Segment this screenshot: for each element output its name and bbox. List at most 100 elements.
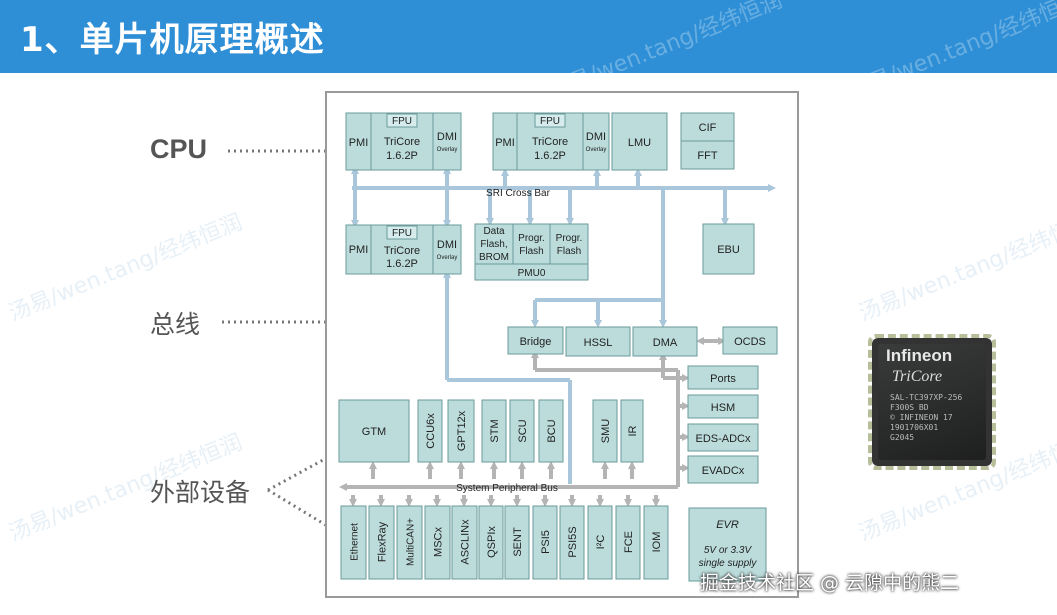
cpu2-block: PMI FPU TriCore 1.6.2P DMI Overlay: [345, 224, 462, 275]
cif-block: [680, 112, 735, 142]
hssl-label: HSSL: [584, 337, 613, 349]
core-label: TriCore: [384, 245, 420, 257]
chip-marking-line: SAL-TC397XP-256: [890, 393, 963, 402]
pmu0-label: PMU0: [518, 268, 546, 279]
progr-flash-label: Flash: [557, 246, 581, 257]
io-module-label: ASCLINx: [460, 519, 472, 565]
peripheral-pointer: [267, 488, 338, 533]
gpt12x-label: GPT12x: [456, 410, 468, 451]
io-module-label: QSPIx: [486, 526, 498, 558]
pmi-block: [345, 224, 372, 275]
core-version: 1.6.2P: [386, 258, 418, 270]
io-module-block: [451, 505, 478, 580]
fpu-block: [386, 225, 418, 240]
dmi-label: DMI: [586, 131, 606, 143]
io-module-label: MultiCAN+: [406, 518, 417, 566]
dmi-label: DMI: [437, 239, 457, 251]
io-module-block: [559, 505, 585, 580]
pmu0-block: Data Flash, BROM Progr. Flash Progr. Fla…: [474, 223, 589, 281]
evr-line2: single supply: [699, 558, 758, 569]
ocds-label: OCDS: [734, 336, 766, 348]
scu-label: SCU: [517, 419, 529, 442]
io-module-block: [478, 505, 504, 580]
ccu6x-label: CCU6x: [425, 413, 437, 449]
pmi-block: [492, 112, 518, 171]
cpu-label: CPU: [150, 134, 208, 164]
dma-block: [632, 326, 698, 357]
io-module-block: [340, 505, 367, 580]
dma-label: DMA: [653, 337, 678, 349]
progr-flash-block: [549, 223, 589, 265]
io-module-label: MSCx: [433, 527, 445, 557]
io-module-label: Ethernet: [350, 523, 361, 561]
pmi-block: [345, 112, 372, 171]
cif-label: CIF: [699, 122, 717, 134]
io-module-label: IOM: [651, 532, 663, 553]
bcu-block: [538, 399, 564, 463]
chip-marking-line: 1901706X01: [890, 423, 939, 432]
dmi-block: [432, 112, 462, 171]
bcu-label: BCU: [546, 419, 558, 442]
io-module-block: [615, 505, 641, 580]
io-module-block: [504, 505, 530, 580]
chip-marking: SAL-TC397XP-256 F300S BD © INFINEON 17 1…: [890, 393, 962, 443]
ccu6x-block: [417, 399, 443, 463]
pmi-label: PMI: [495, 137, 515, 149]
lmu-block: [611, 112, 668, 171]
io-modules: Ethernet FlexRay MultiCAN+ MSCx ASCLINx QSPIx…: [340, 505, 669, 580]
fpu-label: FPU: [392, 116, 412, 127]
fpu-block: [534, 113, 566, 128]
gtm-label: GTM: [362, 426, 386, 438]
data-flash-label: Data: [483, 226, 505, 237]
evr-block: [688, 507, 767, 582]
gpt12x-block: [447, 399, 475, 463]
progr-flash-label: Progr.: [518, 233, 545, 244]
page-title: 1、单片机原理概述: [20, 20, 325, 60]
io-module-label: SENT: [512, 527, 524, 557]
evr-line1: 5V or 3.3V: [704, 545, 753, 556]
evadcx-block: [687, 455, 759, 484]
cpu0-block: PMI FPU TriCore 1.6.2P DMI Overlay: [345, 112, 462, 171]
hsm-label: HSM: [711, 402, 735, 414]
fpu-block: [386, 113, 418, 128]
io-module-label: FlexRay: [377, 521, 389, 562]
ocds-block: [722, 326, 778, 355]
pmi-label: PMI: [349, 244, 369, 256]
chip-marking-line: F300S BD: [890, 403, 929, 412]
fpu-label: FPU: [392, 228, 412, 239]
overlay-label: Overlay: [437, 255, 458, 261]
ports-label: Ports: [710, 373, 736, 385]
peripherals-label: 外部设备: [150, 478, 251, 507]
overlay-label: Overlay: [586, 147, 607, 153]
scu-block: [509, 399, 535, 463]
ebu-label: EBU: [717, 244, 740, 256]
fft-label: FFT: [697, 150, 717, 162]
dmi-label: DMI: [437, 131, 457, 143]
io-module-block: [424, 505, 451, 580]
chip-marking-line: © INFINEON 17: [890, 413, 953, 422]
ports-block: [687, 365, 759, 390]
footer-attribution: 掘金技术社区 @ 云隙中的熊二: [700, 572, 960, 594]
hssl-block: [565, 326, 631, 357]
fft-block: [680, 140, 735, 170]
core-version: 1.6.2P: [534, 150, 566, 162]
core-label: TriCore: [384, 136, 420, 148]
io-module-block: [396, 505, 423, 580]
sri-label: SRI Cross Bar: [486, 188, 551, 199]
eds-adcx-block: [687, 423, 759, 452]
io-module-label: PSI5: [540, 530, 552, 554]
peripheral-pointer: [267, 452, 338, 492]
progr-flash-label: Flash: [519, 246, 543, 257]
tricore-chip-photo: Infineon TriCore SAL-TC397XP-256 F300S B…: [868, 334, 996, 470]
chip-marking-line: G2045: [890, 433, 915, 442]
pmi-label: PMI: [349, 137, 369, 149]
io-module-label: PSI5S: [567, 526, 579, 557]
chip-pins: [868, 334, 996, 470]
ebu-block: [702, 223, 755, 275]
io-module-label: I²C: [595, 535, 607, 550]
data-flash-label: BROM: [479, 252, 509, 263]
chip-brand: Infineon: [886, 346, 953, 365]
bus-label: 总线: [150, 310, 201, 339]
data-flash-label: Flash,: [480, 239, 507, 250]
